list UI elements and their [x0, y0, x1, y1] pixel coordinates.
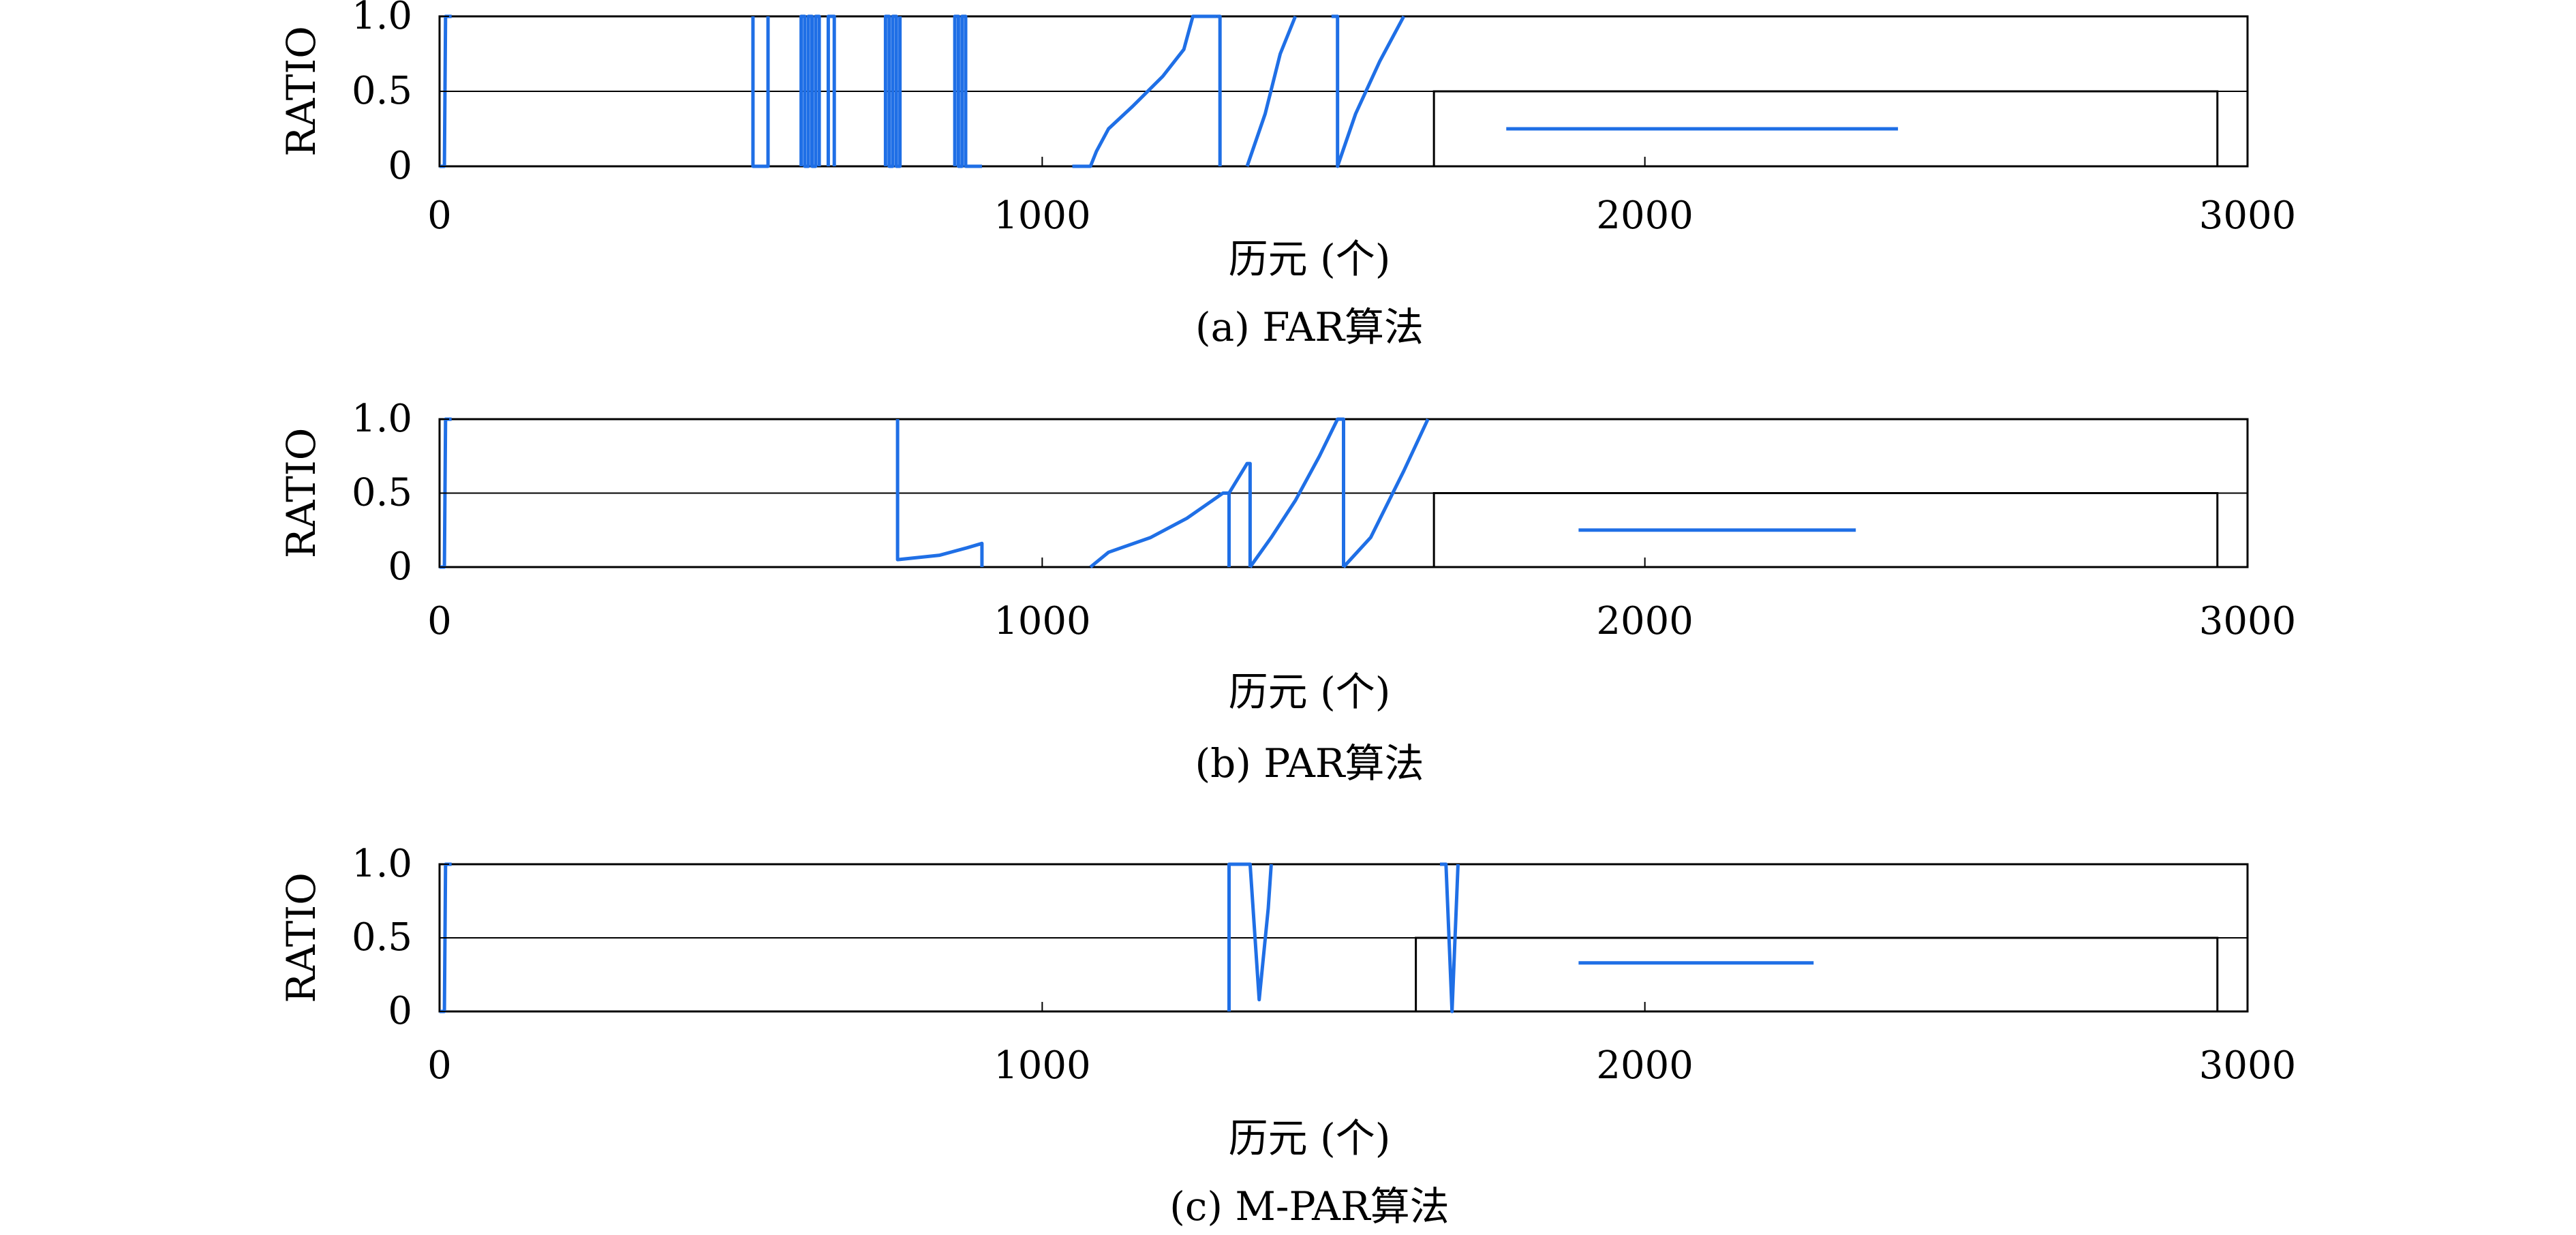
- series-line-2: [895, 419, 984, 567]
- series-line-9: [1245, 16, 1298, 167]
- x-tick-label: 3000: [2199, 599, 2297, 643]
- y-tick-label: 0.5: [352, 69, 412, 113]
- x-tick-label: 3000: [2199, 194, 2297, 238]
- y-tick-label: 0: [388, 545, 412, 589]
- series-line-7: [1072, 14, 1217, 168]
- series-line-6: [953, 14, 982, 168]
- x-tick-label: 1000: [994, 194, 1091, 238]
- series-line-8: [1216, 14, 1222, 166]
- y-tick-label: 0.5: [352, 471, 412, 515]
- panel-caption: (a) FAR算法: [1195, 304, 1424, 350]
- x-tick-label: 1000: [994, 1043, 1091, 1088]
- y-axis-label: RATIO: [278, 428, 324, 559]
- series-line-4: [1227, 461, 1252, 567]
- legend-box: [1415, 936, 2219, 1013]
- y-axis-label: RATIO: [278, 26, 324, 157]
- y-tick-label: 1.0: [352, 842, 412, 886]
- series-line-6: [1342, 418, 1430, 568]
- x-tick-label: 3000: [2199, 1043, 2297, 1088]
- series-line-3: [799, 14, 821, 168]
- series-line-3: [1089, 491, 1231, 568]
- x-axis-label: 历元 (个): [1229, 236, 1391, 282]
- panel-b: 0 0.5 1.0 0 1000 2000 3000 RATIO 历元 (个) (b) PAR算法: [278, 397, 2296, 787]
- series-line-2: [1227, 862, 1273, 1011]
- series-line-10: [1331, 14, 1406, 168]
- panel-c: 0 0.5 1.0 0 1000 2000 3000 RATIO 历元 (个) (c) M-PAR…: [278, 842, 2296, 1230]
- panel-a: 0 0.5 1.0 0 1000 2000 3000 RATIO 历元 (个) (a) FAR算法: [278, 0, 2296, 350]
- y-axis-label: RATIO: [278, 872, 324, 1003]
- y-tick-label: 1.0: [352, 0, 412, 38]
- series-line-5: [883, 14, 902, 168]
- panel-caption: (b) PAR算法: [1195, 740, 1424, 787]
- x-axis-label: 历元 (个): [1229, 669, 1391, 715]
- panel-caption: (c) M-PAR算法: [1169, 1183, 1449, 1230]
- x-tick-label: 0: [427, 1043, 452, 1088]
- x-tick-label: 0: [427, 599, 452, 643]
- y-tick-label: 1.0: [352, 397, 412, 441]
- series-line-2: [751, 16, 770, 168]
- x-tick-label: 2000: [1596, 1043, 1693, 1088]
- x-tick-label: 2000: [1596, 194, 1693, 238]
- y-tick-label: 0.5: [352, 915, 412, 960]
- series-line-3: [1440, 862, 1460, 1013]
- y-tick-label: 0: [388, 144, 412, 188]
- y-tick-label: 0: [388, 989, 412, 1033]
- x-tick-label: 1000: [994, 599, 1091, 643]
- x-tick-label: 2000: [1596, 599, 1693, 643]
- series-line-5: [1248, 417, 1345, 568]
- series-line-4: [826, 14, 836, 166]
- x-tick-label: 0: [427, 194, 452, 238]
- x-axis-label: 历元 (个): [1229, 1115, 1391, 1161]
